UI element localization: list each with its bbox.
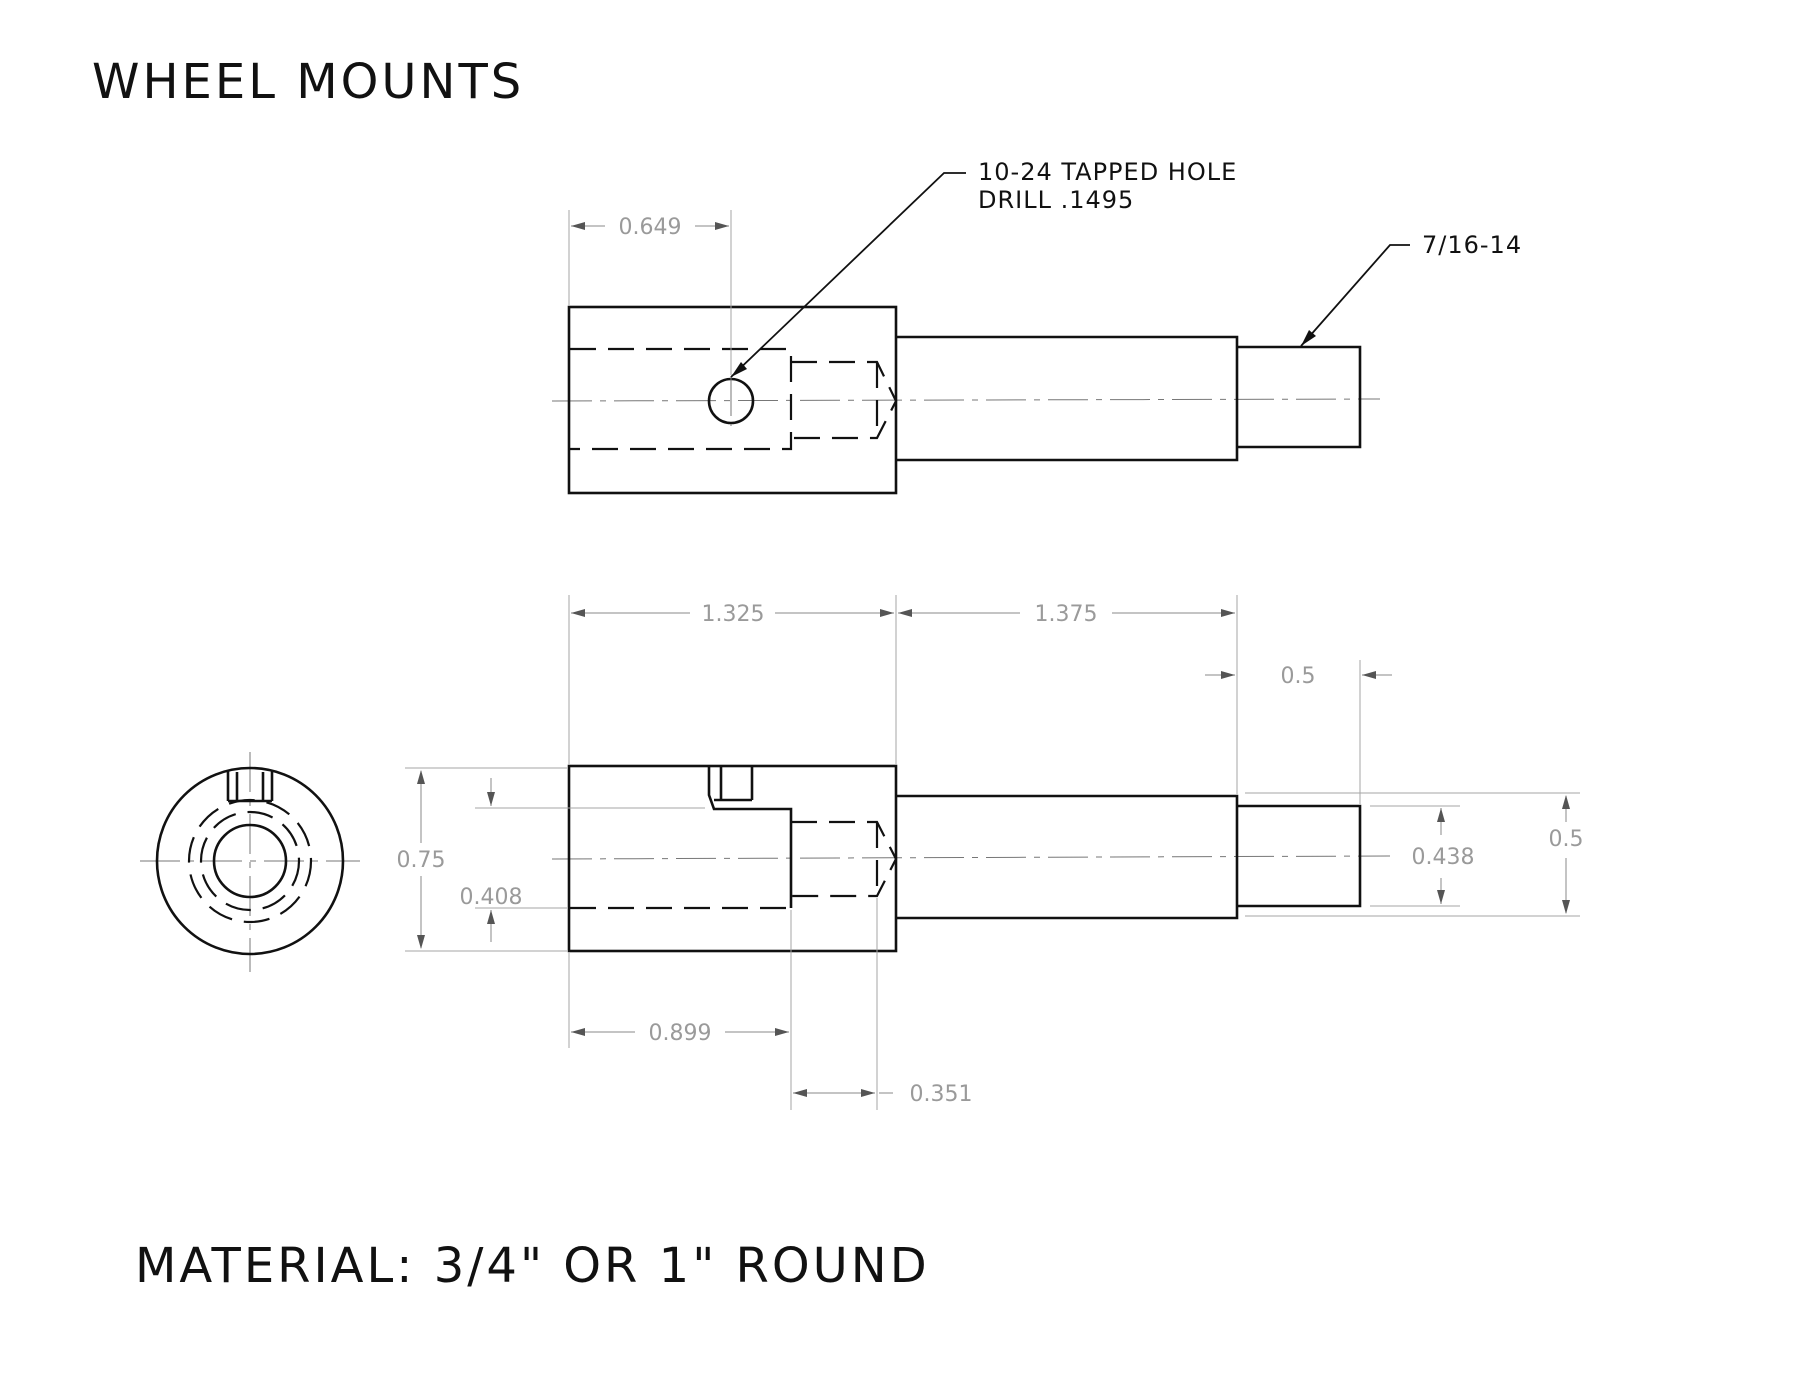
dim-0351-arrow-right <box>861 1089 875 1097</box>
side-tapped-hole-section <box>707 766 793 908</box>
side-view-center-line <box>551 855 1391 860</box>
end-outer-circle <box>155 766 345 956</box>
dim-bore-diameter: 0.408 <box>460 885 523 910</box>
dim-0899-arrow-left <box>571 1028 585 1036</box>
dim-075-arrow-bottom <box>417 935 425 949</box>
thread-note: 7/16-14 <box>1422 231 1522 259</box>
dim-shaft05-arrow-bottom <box>1562 900 1570 914</box>
dim-thread-diameter: 0.438 <box>1412 845 1475 870</box>
end-thread-circle <box>212 823 288 899</box>
top-view-center-line <box>551 398 1381 402</box>
dim-shaft05-arrow-top <box>1562 795 1570 809</box>
dim-0408-arrow-top <box>487 792 495 806</box>
tapped-hole-note-line2: DRILL .1495 <box>978 186 1134 214</box>
tapped-hole-note-line1: 10-24 TAPPED HOLE <box>978 158 1237 186</box>
top-body-outline <box>567 305 898 495</box>
dim-0351-arrow-left <box>793 1089 807 1097</box>
tapped-hole-leader-arrow <box>731 362 747 377</box>
dim-1325-arrow-left <box>571 609 585 617</box>
dim-05-arrow-right <box>1362 671 1376 679</box>
dim-0438-arrow-bottom <box>1437 890 1445 904</box>
dim-0649-arrow-left <box>571 222 585 230</box>
drawing-title: WHEEL MOUNTS <box>92 54 525 110</box>
dim-075-arrow-top <box>417 770 425 784</box>
dim-0408-arrow-bottom <box>487 910 495 924</box>
dim-shaft-length: 1.375 <box>1035 602 1098 627</box>
dim-1375-arrow-left <box>898 609 912 617</box>
dim-thread-length: 0.5 <box>1281 664 1316 689</box>
dim-05-arrow-left <box>1221 671 1235 679</box>
dim-body-diameter: 0.75 <box>397 848 446 873</box>
dim-0438-arrow-top <box>1437 808 1445 822</box>
end-view <box>140 752 360 972</box>
top-hidden-drill <box>791 360 898 440</box>
dim-1325-arrow-right <box>880 609 894 617</box>
side-hidden-drill <box>791 820 898 898</box>
side-shaft-outline <box>896 794 1239 920</box>
side-view: 1.325 1.375 0.5 0.75 <box>397 595 1584 1110</box>
top-hidden-bore <box>570 347 793 451</box>
top-view: 10-24 TAPPED HOLE DRILL .1495 7/16-14 0.… <box>551 158 1522 495</box>
dim-bore-depth: 0.899 <box>649 1021 712 1046</box>
dim-1375-arrow-right <box>1221 609 1235 617</box>
thread-leader <box>1300 244 1410 347</box>
dim-shaft-diameter: 0.5 <box>1549 827 1584 852</box>
end-hidden-drill-circle <box>199 810 301 912</box>
dim-body-length: 1.325 <box>702 602 765 627</box>
thread-leader-arrow <box>1301 330 1316 346</box>
dim-hole-position: 0.649 <box>619 215 682 240</box>
material-note: MATERIAL: 3/4" OR 1" ROUND <box>135 1238 930 1294</box>
side-thread-end-outline <box>1237 804 1362 908</box>
dim-0649-arrow-right <box>715 222 729 230</box>
tapped-hole-leader <box>730 172 966 378</box>
dim-0899-arrow-right <box>775 1028 789 1036</box>
top-thread-end-outline <box>1237 345 1362 449</box>
dim-drill-depth: 0.351 <box>910 1082 973 1107</box>
top-shaft-outline <box>896 335 1239 462</box>
